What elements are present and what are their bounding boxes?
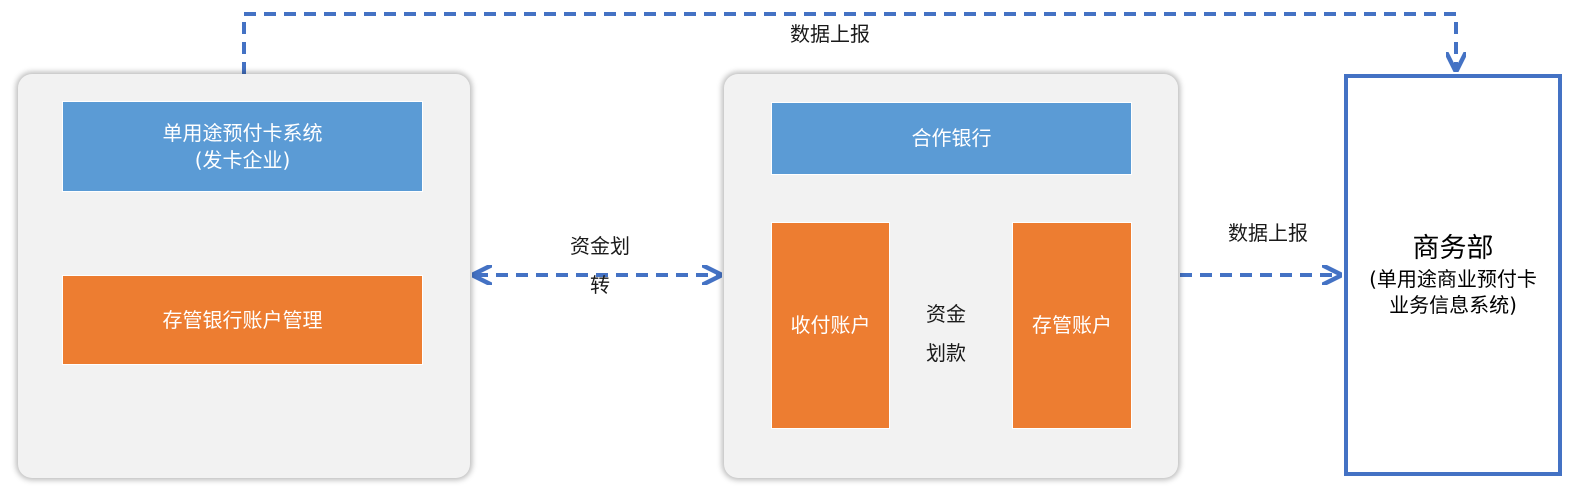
- mofcom-subtitle-line1: (单用途商业预付卡: [1369, 267, 1537, 291]
- mofcom-box: 商务部 (单用途商业预付卡 业务信息系统): [1344, 74, 1562, 476]
- fund-transfer-label-line2: 转: [590, 273, 610, 297]
- partner-bank-title: 合作银行: [911, 126, 992, 150]
- inner-transfer-label-line1: 资金: [926, 302, 966, 326]
- mofcom-subtitle-line2: 业务信息系统): [1389, 293, 1517, 317]
- prepaid-card-system-subtitle: (发卡企业): [194, 147, 291, 172]
- collection-account-box: 收付账户: [771, 222, 890, 429]
- custody-bank-management-label: 存管银行账户管理: [162, 307, 323, 332]
- top-report-label: 数据上报: [790, 22, 870, 46]
- custody-account-box: 存管账户: [1012, 222, 1132, 429]
- inner-transfer-label-line2: 划款: [926, 341, 966, 365]
- prepaid-card-system-title: 单用途预付卡系统: [162, 120, 323, 145]
- fund-transfer-label-line1: 资金划: [570, 234, 630, 258]
- custody-account-label: 存管账户: [1032, 313, 1112, 337]
- mofcom-title: 商务部: [1412, 233, 1494, 264]
- right-report-label: 数据上报: [1228, 221, 1308, 245]
- custody-bank-management-box: 存管银行账户管理: [62, 275, 423, 365]
- partner-bank-box: 合作银行: [771, 102, 1132, 175]
- collection-account-label: 收付账户: [790, 313, 871, 337]
- prepaid-card-system-box: 单用途预付卡系统 (发卡企业): [62, 101, 423, 192]
- top-report-connector: [242, 12, 1456, 74]
